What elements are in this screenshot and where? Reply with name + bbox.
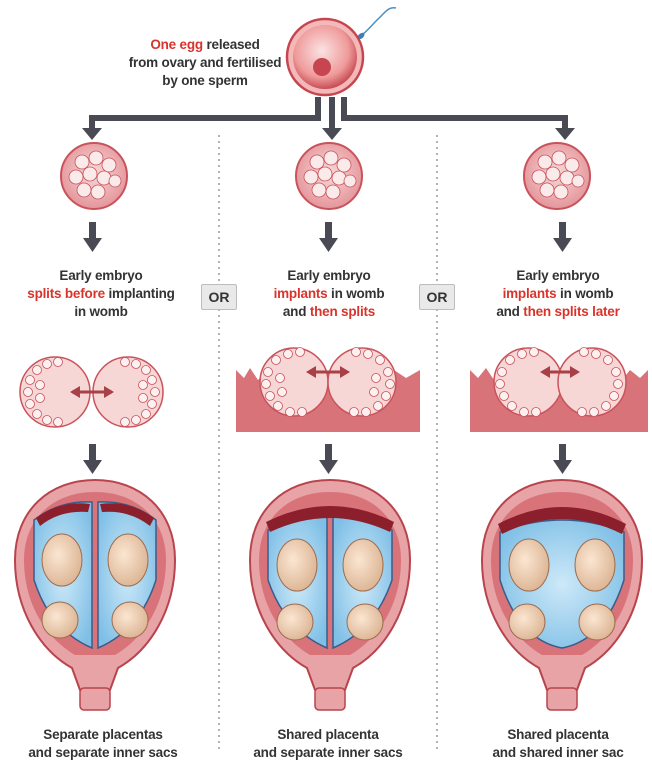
top-label-line2: from ovary and fertilised <box>110 54 300 72</box>
stage-label-rest: implanting <box>105 286 175 301</box>
caption-line2: and separate inner sacs <box>238 744 418 762</box>
split-embryo-middle <box>236 348 420 433</box>
morula-left <box>61 143 127 209</box>
womb-right <box>482 480 642 710</box>
stage-label-line3-pre: and <box>283 304 310 319</box>
arrows-row2 <box>83 222 572 252</box>
or-badge-right: OR <box>419 284 455 310</box>
arrowheads-top <box>82 128 575 140</box>
stage-label-rest: in womb <box>328 286 385 301</box>
caption-left: Separate placentas and separate inner sa… <box>10 726 196 762</box>
branch-arrows <box>92 97 565 130</box>
caption-line2: and shared inner sac <box>468 744 648 762</box>
sperm-icon <box>356 8 396 41</box>
stage-label-red: implants <box>503 286 557 301</box>
stage-label-red: splits before <box>27 286 105 301</box>
stage-label-line3: and then splits later <box>466 303 650 321</box>
stage-label-line2: splits before implanting <box>8 285 194 303</box>
stage-label-line2: implants in womb <box>466 285 650 303</box>
morula-middle <box>296 143 362 209</box>
top-label-line1-rest: released <box>203 37 260 52</box>
stage-label-line3-pre: and <box>496 304 523 319</box>
top-label: One egg released from ovary and fertilis… <box>110 36 300 90</box>
stage-label-red: implants <box>274 286 328 301</box>
top-label-line1: One egg released <box>110 36 300 54</box>
stage-label-line1: Early embryo <box>466 267 650 285</box>
caption-line1: Shared placenta <box>468 726 648 744</box>
womb-left <box>15 480 175 710</box>
stage-label-left: Early embryo splits before implanting in… <box>8 267 194 321</box>
stage-label-line3: in womb <box>8 303 194 321</box>
stage-label-line3-red: then splits later <box>523 304 619 319</box>
caption-line1: Shared placenta <box>238 726 418 744</box>
top-label-line3: by one sperm <box>110 72 300 90</box>
stage-label-line3-pre: in womb <box>74 304 127 319</box>
stage-label-line3: and then splits <box>243 303 415 321</box>
morula-right <box>524 143 590 209</box>
or-badge-left: OR <box>201 284 237 310</box>
caption-right: Shared placenta and shared inner sac <box>468 726 648 762</box>
stage-label-line2: implants in womb <box>243 285 415 303</box>
caption-line2: and separate inner sacs <box>10 744 196 762</box>
arrows-row3 <box>83 444 572 474</box>
split-embryo-left <box>20 357 163 427</box>
womb-middle <box>250 480 410 710</box>
stage-label-rest: in womb <box>557 286 614 301</box>
stage-label-line3-red: then splits <box>310 304 375 319</box>
stage-label-line1: Early embryo <box>243 267 415 285</box>
stage-label-middle: Early embryo implants in womb and then s… <box>243 267 415 321</box>
caption-line1: Separate placentas <box>10 726 196 744</box>
split-embryo-right <box>470 348 648 433</box>
stage-label-line1: Early embryo <box>8 267 194 285</box>
caption-middle: Shared placenta and separate inner sacs <box>238 726 418 762</box>
top-label-red: One egg <box>150 37 203 52</box>
stage-label-right: Early embryo implants in womb and then s… <box>466 267 650 321</box>
